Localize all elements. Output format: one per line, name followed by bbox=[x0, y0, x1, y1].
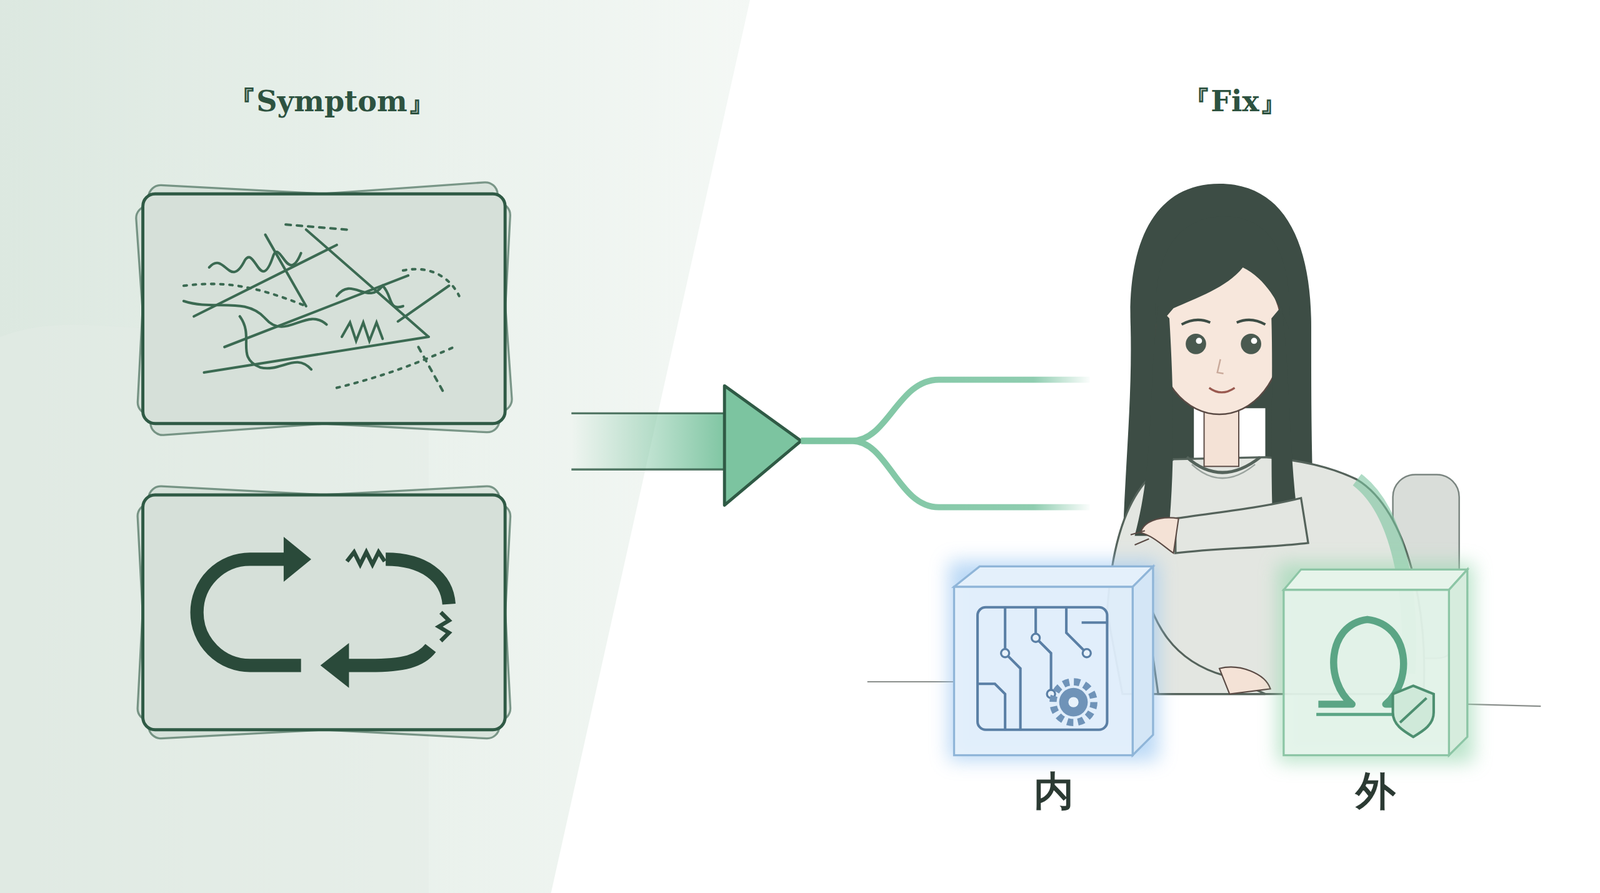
cube-node: 外 bbox=[1281, 570, 1470, 822]
scribble-card bbox=[135, 181, 514, 436]
cube-label: 外 bbox=[1355, 768, 1396, 815]
symptom-panel bbox=[0, 0, 750, 893]
outer-cube bbox=[1277, 563, 1474, 762]
cube-node: 内 bbox=[950, 567, 1158, 822]
section-heading: 『Symptom』 bbox=[227, 82, 436, 122]
transition-arrow bbox=[571, 380, 1090, 508]
section-heading: 『Fix』 bbox=[1181, 82, 1289, 122]
inner-cube bbox=[948, 561, 1159, 760]
broken-cycle-card bbox=[136, 485, 511, 740]
cube-label: 内 bbox=[1033, 768, 1074, 815]
